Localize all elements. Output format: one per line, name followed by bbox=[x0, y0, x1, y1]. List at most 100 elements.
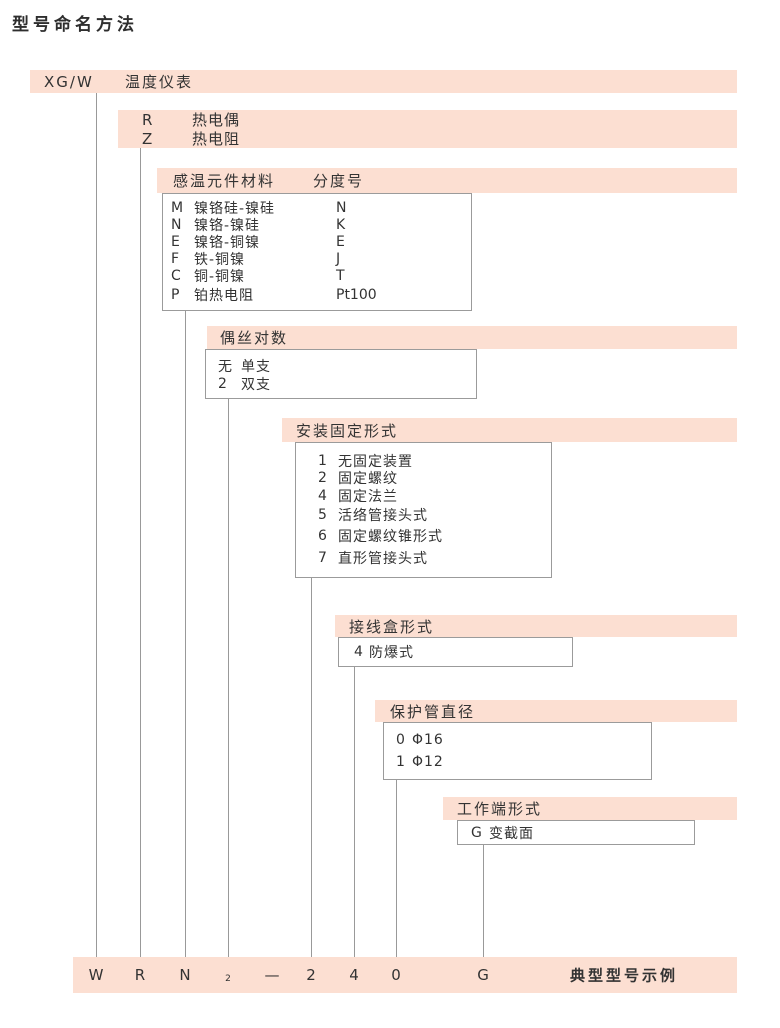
root-band: XG/W 温度仪表 bbox=[30, 70, 737, 93]
sensor-header: 感温元件材料 bbox=[173, 172, 276, 190]
table-row: F 铁-铜镍 J bbox=[163, 250, 471, 268]
mount-code: 1 bbox=[318, 452, 327, 469]
table-row: 无 单支 bbox=[206, 357, 476, 375]
table-row: 2 固定螺纹 bbox=[296, 469, 551, 487]
junction-section-header-band: 接线盒形式 bbox=[335, 615, 737, 637]
sensor-material: 铁-铜镍 bbox=[194, 251, 246, 268]
table-row: 1 Φ12 bbox=[384, 751, 651, 773]
sensor-material: 铂热电阻 bbox=[194, 288, 254, 304]
model-char: N bbox=[179, 966, 191, 984]
sensor-code: C bbox=[171, 268, 181, 284]
table-row: 4 防爆式 bbox=[339, 642, 414, 662]
sensor-code: F bbox=[171, 250, 180, 267]
table-row: P 铂热电阻 Pt100 bbox=[163, 285, 471, 305]
table-row: C 铜-铜镍 T bbox=[163, 267, 471, 285]
connector-line bbox=[185, 311, 186, 957]
pairs-header: 偶丝对数 bbox=[220, 329, 289, 347]
mount-code: 6 bbox=[318, 528, 327, 544]
root-band-code: XG/W bbox=[44, 72, 94, 91]
tube-code: 1 bbox=[396, 754, 405, 770]
pairs-label: 单支 bbox=[241, 359, 271, 375]
model-caption: 典型型号示例 bbox=[570, 966, 679, 985]
sensor-table: M 镍铬硅-镍硅 N N 镍铬-镍硅 K E 镍铬-铜镍 E F 铁-铜镍 J … bbox=[162, 193, 472, 311]
connector-line bbox=[140, 148, 141, 957]
tube-code: 0 bbox=[396, 732, 405, 748]
model-char: 0 bbox=[391, 966, 401, 984]
sensor-grade: Pt100 bbox=[336, 287, 377, 303]
mount-label: 固定螺纹锥形式 bbox=[338, 529, 443, 545]
mount-code: 7 bbox=[318, 550, 327, 566]
tip-code: G bbox=[471, 824, 482, 841]
junction-header: 接线盒形式 bbox=[349, 617, 435, 636]
sensor-code: N bbox=[171, 216, 182, 233]
mount-label: 固定螺纹 bbox=[338, 471, 398, 487]
tip-table: G 变截面 bbox=[457, 820, 695, 845]
mount-code: 2 bbox=[318, 470, 327, 486]
type-code: Z bbox=[142, 129, 153, 148]
tip-label: 变截面 bbox=[489, 825, 534, 842]
model-char: G bbox=[477, 966, 489, 984]
tube-section-header-band: 保护管直径 bbox=[375, 700, 737, 722]
type-label: 热电偶 bbox=[192, 111, 241, 129]
tube-table: 0 Φ16 1 Φ12 bbox=[383, 722, 652, 780]
junction-code: 4 bbox=[354, 644, 363, 660]
sensor-code: M bbox=[171, 199, 184, 216]
connector-line bbox=[354, 667, 355, 957]
sensor-material: 铜-铜镍 bbox=[194, 269, 246, 285]
model-dash: — bbox=[264, 966, 280, 984]
junction-label: 防爆式 bbox=[369, 645, 414, 661]
sensor-section-header-band: 感温元件材料 分度号 bbox=[157, 168, 737, 193]
connector-line bbox=[96, 93, 97, 957]
table-row: 7 直形管接头式 bbox=[296, 547, 551, 569]
sensor-grade: K bbox=[336, 216, 346, 233]
table-row: 1 无固定装置 bbox=[296, 452, 551, 470]
connector-line bbox=[311, 578, 312, 957]
tip-header: 工作端形式 bbox=[457, 800, 543, 818]
pairs-code: 无 bbox=[218, 359, 232, 375]
table-row: 6 固定螺纹锥形式 bbox=[296, 525, 551, 547]
pairs-section-header-band: 偶丝对数 bbox=[207, 326, 737, 349]
connector-line bbox=[228, 399, 229, 957]
model-char: R bbox=[134, 966, 146, 984]
mount-label: 无固定装置 bbox=[338, 453, 413, 470]
table-row: N 镍铬-镍硅 K bbox=[163, 216, 471, 234]
junction-table: 4 防爆式 bbox=[338, 637, 573, 667]
sensor-grade: E bbox=[336, 233, 345, 250]
sensor-material: 镍铬硅-镍硅 bbox=[194, 200, 276, 217]
table-row: 0 Φ16 bbox=[384, 729, 651, 751]
sensor-grade: T bbox=[336, 268, 345, 284]
page-title: 型号命名方法 bbox=[12, 15, 138, 35]
mount-label: 固定法兰 bbox=[338, 489, 398, 505]
mount-label: 直形管接头式 bbox=[338, 551, 428, 567]
root-band-label: 温度仪表 bbox=[125, 73, 194, 91]
model-char-subscript: 2 bbox=[225, 974, 231, 985]
connector-line bbox=[483, 845, 484, 957]
mount-code: 4 bbox=[318, 488, 327, 504]
tube-header: 保护管直径 bbox=[390, 702, 476, 721]
connector-line bbox=[396, 780, 397, 957]
tube-label: Φ12 bbox=[412, 754, 444, 770]
type-band: R 热电偶 Z 热电阻 bbox=[118, 110, 737, 148]
type-row: Z 热电阻 bbox=[118, 129, 737, 149]
table-row: 4 固定法兰 bbox=[296, 487, 551, 505]
type-label: 热电阻 bbox=[192, 130, 241, 148]
table-row: E 镍铬-铜镍 E bbox=[163, 233, 471, 251]
table-row: 2 双支 bbox=[206, 375, 476, 393]
mount-label: 活络管接头式 bbox=[338, 508, 428, 524]
sensor-grade: N bbox=[336, 199, 347, 216]
model-char: 4 bbox=[349, 966, 359, 984]
sensor-grade: J bbox=[336, 250, 341, 267]
pairs-code: 2 bbox=[218, 376, 227, 392]
sensor-material: 镍铬-铜镍 bbox=[194, 234, 261, 251]
tube-label: Φ16 bbox=[412, 732, 444, 748]
mount-table: 1 无固定装置 2 固定螺纹 4 固定法兰 5 活络管接头式 6 固定螺纹锥形式… bbox=[295, 442, 552, 578]
table-row: M 镍铬硅-镍硅 N bbox=[163, 199, 471, 217]
type-code: R bbox=[142, 110, 153, 129]
mount-code: 5 bbox=[318, 507, 327, 523]
model-char: 2 bbox=[306, 966, 316, 984]
table-row: 5 活络管接头式 bbox=[296, 505, 551, 525]
model-char: W bbox=[88, 966, 104, 984]
tip-section-header-band: 工作端形式 bbox=[443, 797, 737, 820]
sensor-code: P bbox=[171, 287, 180, 303]
